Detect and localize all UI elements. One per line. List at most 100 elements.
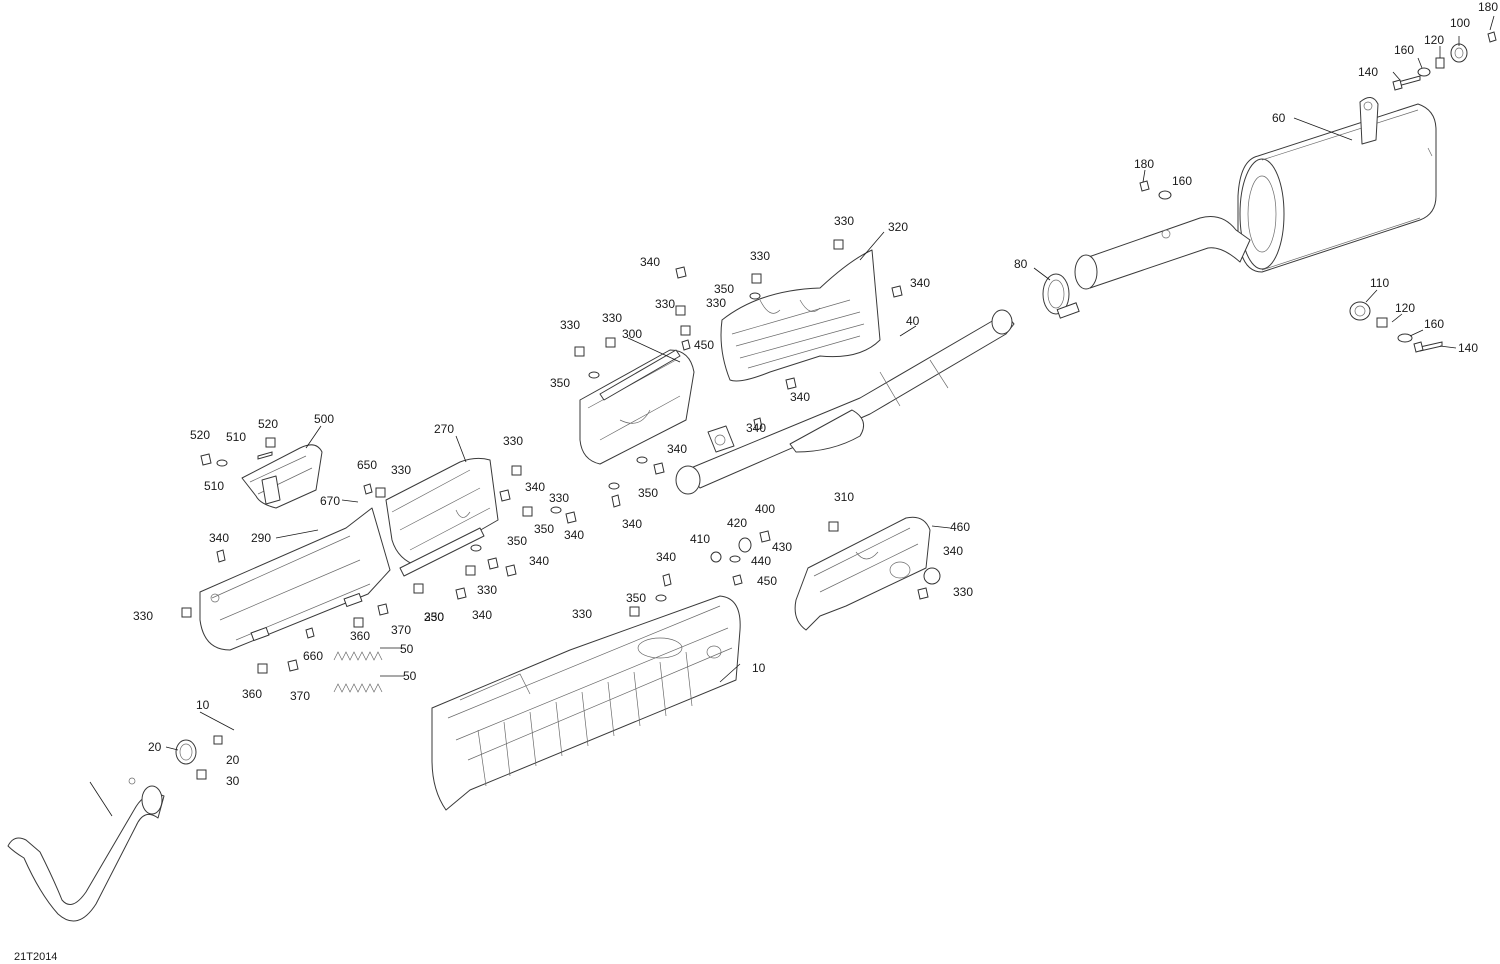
callout-370: 370 (391, 623, 411, 637)
heat-shield-part-320 (720, 249, 881, 382)
callout-120: 120 (1424, 33, 1444, 47)
callout-360: 360 (242, 687, 262, 701)
tail-pipe (1074, 216, 1251, 290)
callout-100: 100 (1450, 16, 1470, 30)
callout-520: 520 (190, 428, 210, 442)
heat-shield-part-500 (241, 444, 323, 509)
callout-20: 20 (226, 753, 240, 767)
callout-50: 50 (403, 669, 417, 683)
callout-430: 430 (772, 540, 792, 554)
heat-shield-part-300 (579, 349, 695, 465)
header-pipe-part-30 (7, 777, 165, 922)
callout-450: 450 (694, 338, 714, 352)
callout-340: 330 (953, 585, 973, 599)
heat-shield-part-270 (385, 457, 499, 577)
callout-370: 370 (290, 689, 310, 703)
callout-350: 350 (550, 376, 570, 390)
callout-180: 180 (1134, 157, 1154, 171)
callout-330: 310 (834, 490, 854, 504)
callout-160: 160 (1172, 174, 1192, 188)
callout-500: 500 (314, 412, 334, 426)
callout-160: 160 (1424, 317, 1444, 331)
callout-330: 330 (503, 434, 523, 448)
callout-340: 340 (640, 255, 660, 269)
callout-440: 440 (751, 554, 771, 568)
callout-330: 330 (133, 609, 153, 623)
callout-340: 340 (564, 528, 584, 542)
muffler-hardware-top (1139, 31, 1497, 200)
leader-lines (89, 15, 1495, 817)
mid-pipe-part-40 (675, 309, 1015, 495)
callout-340: 340 (529, 554, 549, 568)
callout-420: 420 (727, 516, 747, 530)
callout-330: 330 (602, 311, 622, 325)
callout-340: 340 (622, 517, 642, 531)
springs-part-50 (333, 651, 383, 693)
callout-510: 510 (204, 479, 224, 493)
diagram-id: 21T2014 (14, 951, 57, 963)
callout-450: 450 (757, 574, 777, 588)
callout-340: 340 (790, 390, 810, 404)
callout-340: 340 (472, 608, 492, 622)
callout-340: 340 (910, 276, 930, 290)
callout-80: 80 (1014, 257, 1028, 271)
callout-520: 520 (258, 417, 278, 431)
callout-340: 340 (746, 421, 766, 435)
callout-10: 20 (148, 740, 162, 754)
callout-340: 340 (667, 442, 687, 456)
callout-350: 350 (638, 486, 658, 500)
callout-330: 330 (424, 610, 444, 624)
callout-140: 140 (1358, 65, 1378, 79)
callout-330: 330 (477, 583, 497, 597)
callout-650: 650 (357, 458, 377, 472)
callout-510: 510 (226, 430, 246, 444)
callout-330: 330 (572, 607, 592, 621)
callout-350: 350 (534, 522, 554, 536)
callout-320: 320 (888, 220, 908, 234)
fasteners (181, 239, 941, 674)
callout-40: 40 (906, 314, 920, 328)
callout-270: 270 (434, 422, 454, 436)
callout-300: 300 (622, 327, 642, 341)
callout-330: 250 (424, 610, 444, 624)
callout-330: 330 (560, 318, 580, 332)
gasket-part-10 (175, 711, 235, 780)
callout-180: 180 (1478, 0, 1498, 14)
callout-460: 340 (943, 544, 963, 558)
callout-360: 360 (350, 629, 370, 643)
callout-labels: 180 100 120 160 140 60 180 160 80 110 12… (133, 0, 1498, 788)
clamp-part-80 (1042, 273, 1080, 319)
callout-340: 340 (656, 550, 676, 564)
callout-340: 340 (525, 480, 545, 494)
callout-120: 120 (1395, 301, 1415, 315)
callout-340: 340 (209, 531, 229, 545)
callout-310: 460 (950, 520, 970, 534)
callout-350: 350 (626, 591, 646, 605)
heat-shield-part-250 (431, 595, 741, 811)
callout-290: 290 (251, 531, 271, 545)
callout-330: 330 (750, 249, 770, 263)
callout-110: 110 (1370, 276, 1389, 290)
callout-250: 10 (752, 661, 766, 675)
callout-410: 410 (690, 532, 710, 546)
callout-330: 330 (391, 463, 411, 477)
heat-shield-part-310 (794, 516, 931, 631)
callout-400: 400 (755, 502, 775, 516)
callout-350: 350 (714, 282, 734, 296)
callout-330: 330 (549, 491, 569, 505)
callout-50: 50 (400, 642, 414, 656)
callout-330: 330 (706, 296, 726, 310)
callout-140: 140 (1458, 341, 1478, 355)
callout-10: 10 (196, 698, 210, 712)
heat-shield-part-290 (199, 507, 391, 651)
callout-350: 350 (507, 534, 527, 548)
callout-670: 670 (320, 494, 340, 508)
callout-660: 660 (303, 649, 323, 663)
callout-60: 60 (1272, 111, 1286, 125)
callout-330: 330 (655, 297, 675, 311)
callout-160: 160 (1394, 43, 1414, 57)
muffler-part-60 (1237, 97, 1437, 273)
callout-20: 30 (226, 774, 240, 788)
muffler-hardware-bottom (1349, 301, 1443, 353)
callout-330: 330 (834, 214, 854, 228)
